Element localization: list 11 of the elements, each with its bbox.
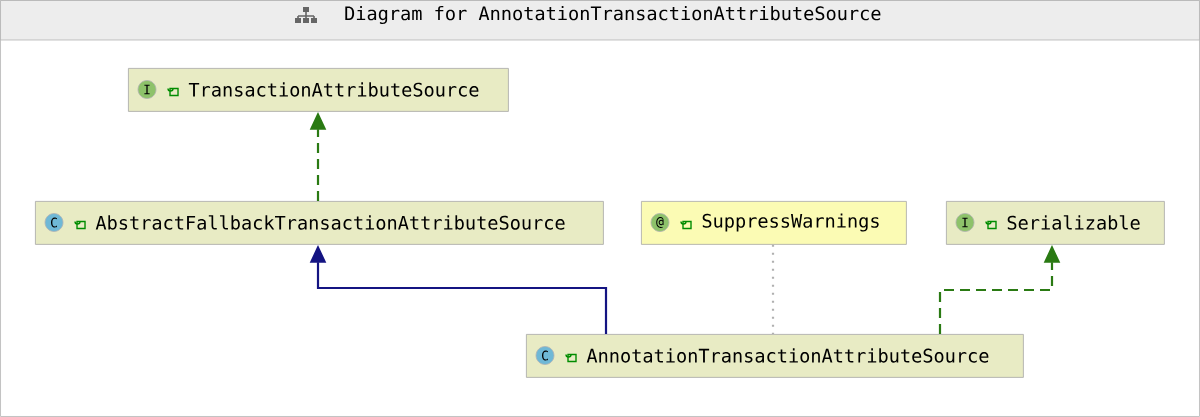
class-box: @ SuppressWarnings [641,201,907,245]
type-badge: I [137,80,157,99]
class-box: C AbstractFallbackTransactionAttributeSource [35,201,604,245]
class-box: I TransactionAttributeSource [128,68,509,112]
type-badge: C [535,346,555,365]
type-badge: I [955,213,975,232]
class-box: C AnnotationTransactionAttributeSource [526,334,1024,378]
class-box: I Serializable [946,201,1165,245]
type-badge: @ [650,213,670,232]
type-badge: C [44,213,64,232]
title-bar: Diagram for AnnotationTransactionAttributeSource [0,0,1200,41]
